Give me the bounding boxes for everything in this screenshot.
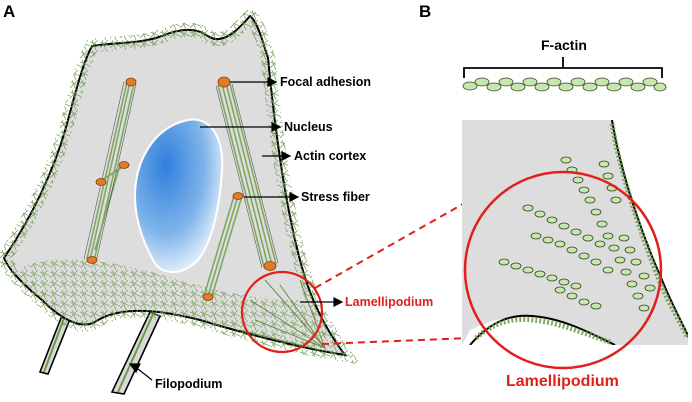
panel-a-label: A xyxy=(3,2,15,21)
f-actin-label: F-actin xyxy=(541,37,587,53)
filopodium-label: Filopodium xyxy=(155,377,222,391)
lamellipodium-zoom-circle xyxy=(463,170,663,370)
stress-fiber-label: Stress fiber xyxy=(301,190,370,204)
callout-arrows xyxy=(128,77,344,381)
cortex-mesh-bottom xyxy=(20,259,330,340)
zoom-connector-top xyxy=(314,199,471,289)
panel-b-label: B xyxy=(419,2,431,21)
nucleus xyxy=(134,118,224,273)
lamellipodium-zoom-label: Lamellipodium xyxy=(506,373,619,390)
lamellipodium-highlight-circle xyxy=(240,270,324,354)
f-actin-bracket xyxy=(463,67,663,78)
lamellipodium-fan-a xyxy=(239,279,326,351)
lamellipodium-label: Lamellipodium xyxy=(345,295,433,309)
f-actin-filament xyxy=(462,77,667,92)
focal-adhesions xyxy=(86,76,277,301)
zoom-connector-bottom xyxy=(321,337,471,345)
stress-fibers xyxy=(83,81,279,297)
focal-adhesion-label: Focal adhesion xyxy=(280,75,371,89)
actin-cortex-band xyxy=(0,6,362,365)
actin-cortex-label: Actin cortex xyxy=(294,149,366,163)
nucleus-label: Nucleus xyxy=(284,120,333,134)
